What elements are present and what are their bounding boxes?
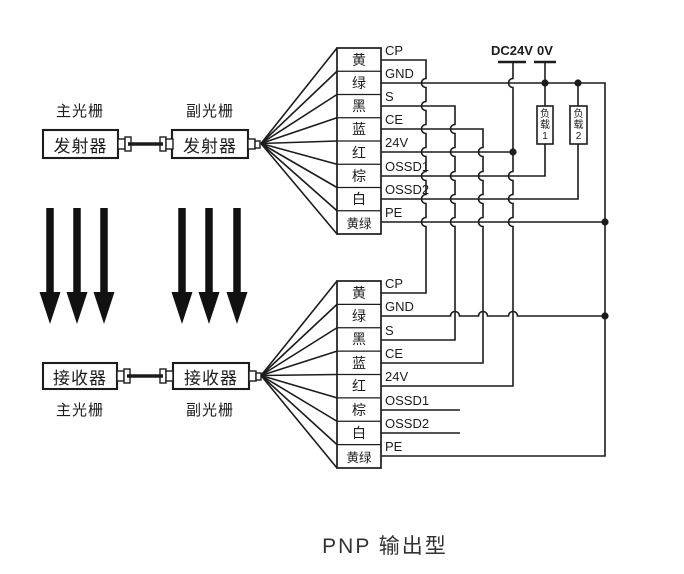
signal-label: CE — [385, 346, 404, 361]
wire-color-label: 白 — [352, 191, 366, 208]
fan-wire — [260, 47, 338, 144]
0v-supply-label: 0V — [537, 43, 553, 58]
fan-wire — [260, 142, 338, 235]
wire-color-label: 黄 — [352, 284, 366, 301]
signal-label: S — [385, 323, 394, 338]
load-box-char: 载 — [540, 119, 550, 131]
wire-gnd-bottom — [381, 310, 605, 317]
wire-ossd2-top — [381, 144, 579, 200]
signal-label: GND — [385, 66, 414, 81]
signal-label: OSSD2 — [385, 182, 430, 197]
wire-color-label: 黑 — [352, 331, 366, 348]
emitter-main-box-label: 发射器 — [53, 136, 108, 156]
fan-wire — [260, 374, 338, 422]
receiver-sub-grating-label: 副光栅 — [185, 402, 234, 419]
wire-color-label: 红 — [352, 144, 366, 161]
cable-connector — [255, 372, 262, 381]
wire-color-label: 白 — [352, 424, 366, 441]
wire-color-label: 棕 — [352, 401, 366, 418]
load-box-char: 负 — [540, 108, 550, 120]
signal-label: OSSD1 — [385, 393, 430, 408]
junction-dot — [574, 79, 582, 87]
wire-dc24v-feed — [381, 62, 514, 387]
wire-color-label: 黑 — [352, 98, 366, 115]
cable-connector — [254, 140, 261, 149]
signal-label: 24V — [385, 369, 409, 384]
fan-wire — [260, 280, 338, 377]
wire-color-label: 黄 — [352, 51, 366, 68]
fan-wire — [260, 303, 338, 377]
fan-wire — [260, 350, 338, 377]
fan-wire — [260, 70, 338, 145]
light-beam-arrow-icon — [39, 208, 61, 324]
junction-dot — [601, 312, 609, 320]
wire-color-label: 蓝 — [352, 121, 366, 138]
wire-color-label: 绿 — [352, 308, 366, 325]
fan-wire — [260, 93, 338, 145]
wire-color-label: 黄绿 — [346, 450, 372, 465]
fan-wire — [260, 142, 338, 212]
wire-ce-link — [381, 128, 484, 364]
light-beam-arrow-icon — [198, 208, 220, 324]
junction-dot — [601, 218, 609, 226]
signal-label: CP — [385, 276, 404, 291]
fan-wire — [260, 142, 338, 189]
diagram-caption: PNP 输出型 — [322, 535, 448, 558]
cable-connector — [165, 138, 174, 150]
cable-connector — [248, 370, 257, 382]
load-box — [569, 105, 588, 145]
device-box — [171, 361, 251, 391]
cable-connector — [116, 370, 125, 382]
light-beam-arrow-icon — [66, 208, 88, 324]
wire-color-label: 红 — [352, 378, 366, 395]
signal-label: PE — [385, 205, 403, 220]
wire-color-label: 棕 — [352, 167, 366, 184]
fan-wire — [260, 374, 338, 446]
signal-label: GND — [385, 299, 414, 314]
receiver-main-box-label: 接收器 — [53, 368, 107, 388]
emitter-sub-grating-label: 副光栅 — [185, 103, 234, 120]
cable-connector — [247, 138, 256, 150]
signal-label: PE — [385, 439, 403, 454]
device-box — [41, 128, 120, 160]
light-beam-arrow-icon — [93, 208, 115, 324]
fan-wire — [260, 140, 338, 145]
emitter-main-grating-label: 主光栅 — [55, 103, 104, 120]
load-box-char: 1 — [542, 130, 548, 142]
wire-color-label: 绿 — [352, 74, 366, 91]
load-box-char: 载 — [573, 119, 584, 131]
fan-wire — [260, 327, 338, 377]
load-box-char: 2 — [575, 130, 582, 142]
load-box-char: 负 — [573, 108, 584, 120]
load-box — [536, 105, 554, 145]
fan-wire — [260, 374, 338, 399]
wire-gnd-0v-rail — [381, 82, 606, 457]
signal-label: CE — [385, 112, 404, 127]
emitter-sub-box-label: 发射器 — [183, 136, 237, 156]
signal-label: 24V — [385, 135, 409, 150]
fan-wire — [260, 116, 338, 145]
receiver-sub-box-label: 接收器 — [184, 368, 238, 388]
light-beam-arrow-icon — [171, 208, 193, 324]
receiver-main-grating-label: 主光栅 — [55, 402, 104, 419]
fan-wire — [260, 142, 338, 166]
signal-label: S — [385, 89, 394, 104]
junction-dot — [509, 148, 517, 156]
dc24v-supply-label: DC24V — [491, 43, 533, 58]
cable-connector — [117, 138, 126, 150]
signal-label: OSSD2 — [385, 416, 430, 431]
signal-label: CP — [385, 43, 404, 58]
wire-ossd1-top — [381, 144, 546, 177]
fan-wire — [260, 374, 338, 469]
junction-dot — [541, 79, 549, 87]
cable-connector — [165, 370, 174, 382]
signal-label: OSSD1 — [385, 159, 430, 174]
wire-color-label: 黄绿 — [346, 216, 372, 231]
light-beam-arrow-icon — [226, 208, 248, 324]
fan-wire — [260, 373, 338, 377]
wire-color-label: 蓝 — [352, 354, 366, 371]
